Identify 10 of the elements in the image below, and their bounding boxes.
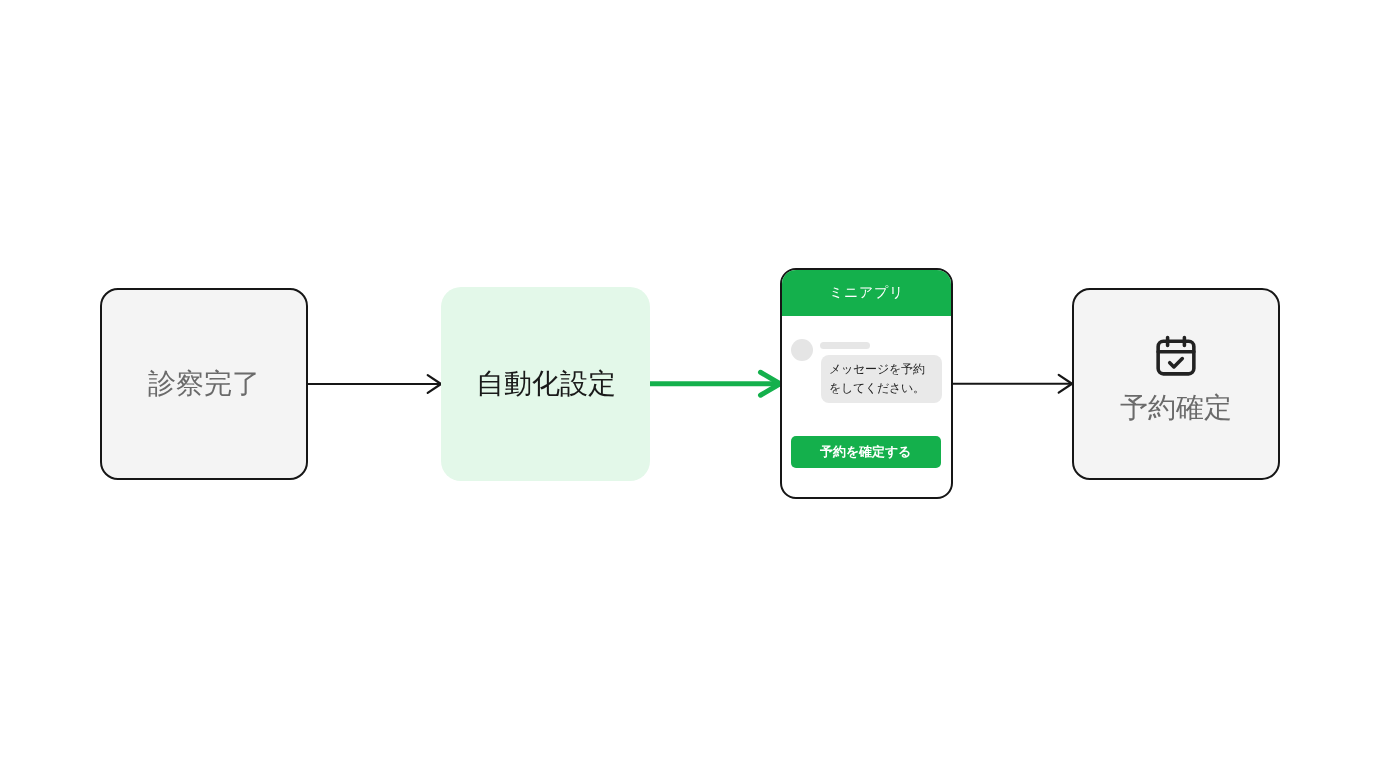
app-header: ミニアプリ (782, 270, 951, 316)
arrow (952, 373, 1074, 394)
step-label: 予約確定 (1120, 391, 1232, 425)
chat-bubble: メッセージを予約をしてください。 (820, 354, 942, 403)
process-box (1072, 288, 1280, 480)
phone-mockup (780, 268, 953, 499)
arrow (307, 374, 443, 394)
process-box: 自動化設定 (441, 287, 650, 481)
action-button: 予約を確定する (790, 435, 941, 468)
process-box: 診察完了 (100, 288, 308, 480)
